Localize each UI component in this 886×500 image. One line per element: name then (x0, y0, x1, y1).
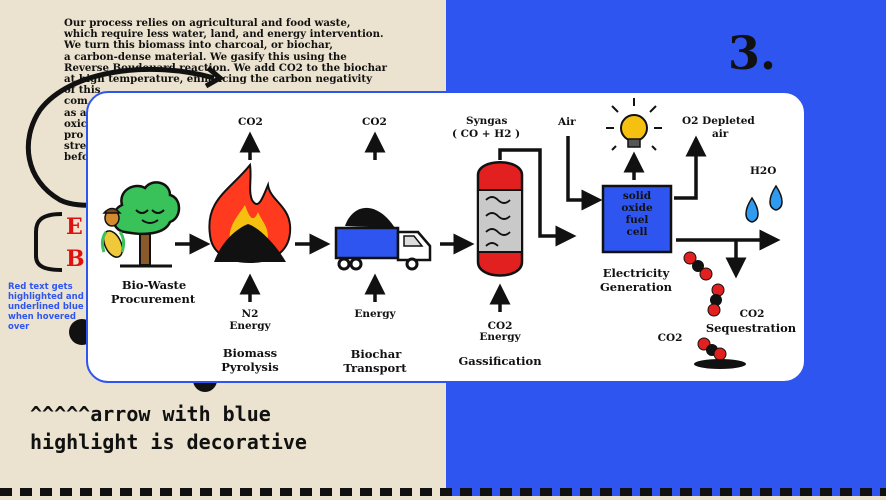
fuel-cell-label: solid oxide fuel cell (604, 190, 670, 238)
caption-line: highlight is decorative (30, 430, 307, 454)
truck-icon (334, 207, 432, 271)
energy-label: Energy (354, 308, 396, 320)
co2-output-label: CO2 (238, 116, 263, 128)
co2-molecules-icon (683, 251, 746, 369)
gassification-label: Gassification (458, 354, 542, 368)
sequestration-label: Sequestration (705, 321, 797, 335)
intro-line: stre (64, 140, 87, 153)
transport-label: Transport (343, 361, 407, 375)
o2-depleted-label: air (712, 128, 729, 140)
air-label: Air (558, 116, 576, 128)
fuel-cell-word: fuel (625, 214, 649, 226)
co2-sequestration-label: CO2 (739, 308, 765, 320)
co2-output-label: CO2 (362, 116, 387, 128)
intro-line: a carbon-dense material. We gasify this … (64, 50, 347, 63)
biochar-label: Biochar (350, 347, 402, 361)
corn-icon (100, 230, 126, 258)
pyrolysis-label: Pyrolysis (221, 360, 279, 374)
intro-line: befo (64, 151, 89, 164)
electricity-label: Electricity (602, 266, 670, 280)
intro-line: pro (64, 129, 84, 142)
fuel-cell-box (601, 184, 673, 254)
red-highlight-letter[interactable]: E (66, 214, 83, 240)
fire-icon (208, 162, 292, 264)
energy-label: Energy (229, 320, 271, 332)
intro-line: Our process relies on agricultural and f… (64, 17, 351, 29)
energy-label: Energy (479, 331, 521, 343)
procurement-label: Procurement (110, 292, 196, 306)
lightbulb-icon (606, 98, 662, 151)
h2o-label: H2O (750, 165, 777, 177)
fuel-cell-word: solid (622, 190, 652, 202)
intro-line: com (64, 95, 88, 108)
syngas-label: Syngas (466, 115, 508, 127)
red-highlight-letter[interactable]: B (66, 246, 85, 272)
co2-small-label: CO2 (657, 332, 683, 344)
n2-label: N2 (241, 308, 259, 320)
biowaste-label: Bio-Waste (121, 278, 187, 292)
intro-line: of this (64, 84, 101, 97)
o2-depleted-label: O2 Depleted (682, 115, 755, 127)
biomass-label: Biomass (222, 346, 278, 360)
water-drops-icon (745, 184, 783, 223)
hover-note: Red text gets highlighted and underlined… (8, 282, 84, 332)
gasifier-icon (476, 161, 524, 277)
syngas-formula-label: ( CO + H2 ) (452, 128, 521, 140)
step-number: 3. (728, 26, 777, 80)
flow-arrows (175, 131, 781, 312)
generation-label: Generation (599, 280, 673, 294)
bottom-caption: ^^^^^arrow with blue highlight is decora… (30, 400, 307, 456)
caption-line: ^^^^^arrow with blue (30, 402, 271, 426)
dashed-border (0, 488, 886, 500)
intro-line: We turn this biomass into charcoal, or b… (64, 39, 333, 52)
intro-line: which require less water, land, and ener… (64, 28, 384, 41)
acorn-icon (102, 207, 122, 227)
intro-line: oxic (64, 117, 87, 130)
tree-icon (112, 181, 181, 268)
intro-line: Reverse Boudouard reaction. We add CO2 t… (64, 61, 387, 74)
intro-line: as a (64, 106, 87, 119)
fuel-cell-word: cell (626, 226, 648, 238)
fuel-cell-word: oxide (621, 202, 653, 214)
co2-input-label: CO2 (487, 320, 513, 332)
